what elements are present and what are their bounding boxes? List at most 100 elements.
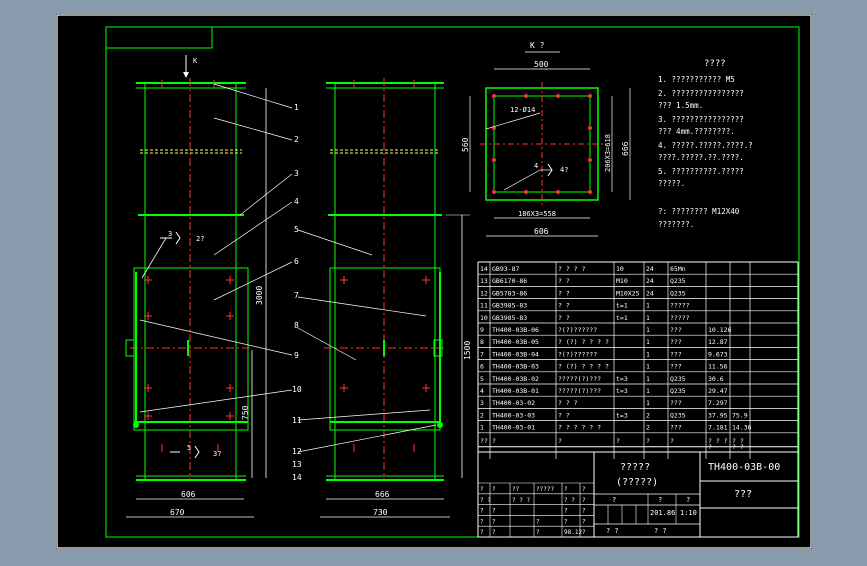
bom-cell-code: TH400-03-02 xyxy=(492,399,535,407)
balloon-4: 4 xyxy=(294,197,299,206)
bom-cell-code: GB6170-86 xyxy=(492,277,527,285)
dim-top-width: 500 xyxy=(534,60,549,69)
leader-lines xyxy=(139,83,437,453)
bom-cell-mat: Q235 xyxy=(670,387,686,395)
bom-cell-qty: 1 xyxy=(646,302,650,310)
weight-value: 201.86 xyxy=(650,509,675,517)
drawing-number: TH400-03B-00 xyxy=(708,462,780,473)
bom-header-name: ? xyxy=(558,437,562,445)
bom-cell-code: TH400-03B-03 xyxy=(492,363,539,371)
bom-cell-code: GB3985-83 xyxy=(492,302,527,310)
title-grid-cell: ? ? xyxy=(480,497,491,504)
bom-header-no: ?? xyxy=(480,437,488,445)
bom-cell-qty: 24 xyxy=(646,289,654,297)
right-elevation-view: 1500 666 730 xyxy=(320,78,472,518)
bom-cell-qty: 1 xyxy=(646,387,650,395)
bom-cell-spec: t=3 xyxy=(616,375,628,383)
note-line-3: ??? 1.5mm. xyxy=(658,101,703,110)
dim-base-inner-right: 666 xyxy=(375,490,390,499)
note-line-4: 3. ???????????????? xyxy=(658,115,744,124)
bom-cell-mat: Q235 xyxy=(670,277,686,285)
bom-cell-code: TH400-03-03 xyxy=(492,411,535,419)
bom-cell-no: 5 xyxy=(480,375,484,383)
bom-cell-no: 14 xyxy=(480,265,488,273)
bom-cell-code: TH400-03B-05 xyxy=(492,338,539,346)
balloon-3: 3 xyxy=(294,169,299,178)
bom-cell-spec: t=3 xyxy=(616,411,628,419)
bom-cell-qty: 2 xyxy=(646,424,650,432)
title-grid-cell: 98.12 xyxy=(564,529,582,536)
corner-label-box xyxy=(105,26,213,49)
bom-cell-qty: 1 xyxy=(646,314,650,322)
bom-header-spec: ? xyxy=(616,437,620,445)
dim-base-outer-left: 670 xyxy=(170,508,185,517)
bom-cell-w1: 11.56 xyxy=(708,363,728,371)
sheet-background xyxy=(56,14,812,549)
balloon-5: 5 xyxy=(294,225,299,234)
title-grid-cell: ? xyxy=(564,518,568,525)
balloon-13: 13 xyxy=(292,460,302,469)
bom-cell-mat: ??? xyxy=(670,350,682,358)
bom-cell-mat: ??? xyxy=(670,424,682,432)
title-grid-cell: ? xyxy=(582,518,586,525)
bom-cell-w1: 7.181 xyxy=(708,424,728,432)
bom-cell-w1: 37.95 xyxy=(708,411,728,419)
title-grid-cell: ? xyxy=(480,529,484,536)
drawing-frame xyxy=(105,26,800,538)
weld-mark-upper-sub: 2? xyxy=(196,235,204,243)
bom-cell-w1: 9.673 xyxy=(708,350,728,358)
title-grid-cell: ? ? ? xyxy=(512,497,530,504)
bom-cell-name: ?????(?)??? xyxy=(558,375,601,383)
balloon-2: 2 xyxy=(294,135,299,144)
title-grid-cell: ? xyxy=(536,529,540,536)
bom-cell-code: TH400-03-01 xyxy=(492,424,535,432)
bom-header-sub-w2: ? ? xyxy=(732,443,744,451)
title-grid-cell: ? xyxy=(480,486,484,493)
title-grid-cell: ? xyxy=(582,508,586,515)
bom-cell-code: TH400-03B-04 xyxy=(492,350,539,358)
dim-overall-height: 3000 xyxy=(255,286,264,305)
bom-cell-name: ? ? ? ? xyxy=(558,265,585,273)
bom-cell-name: ? ? xyxy=(558,302,570,310)
note-line-5: ??? 4mm.????????. xyxy=(658,127,735,136)
bom-cell-name: ? ? xyxy=(558,289,570,297)
title-grid-cell: ? xyxy=(564,508,568,515)
bom-cell-no: 13 xyxy=(480,277,488,285)
dim-height-left: 560 xyxy=(461,137,470,152)
bom-cell-w1: 29.47 xyxy=(708,387,728,395)
title-grid-cell: ????? xyxy=(536,486,554,493)
bom-cell-no: 8 xyxy=(480,338,484,346)
bom-cell-name: ? (?) ? ? ? ? xyxy=(558,363,609,371)
technical-notes: ???? 1. ??????????? M5 2. ??????????????… xyxy=(658,59,753,229)
bom-cell-name: ? (?) ? ? ? ? xyxy=(558,338,609,346)
bom-cell-qty: 1 xyxy=(646,326,650,334)
bom-cell-mat: ??? xyxy=(670,399,682,407)
bom-header-w2: ? ? xyxy=(732,437,744,445)
bom-cell-name: ? ? ? ? ? ? xyxy=(558,424,601,432)
bom-cell-qty: 1 xyxy=(646,363,650,371)
title-grid-cell: ? xyxy=(480,508,484,515)
balloon-11: 11 xyxy=(292,416,302,425)
bom-cell-name: ?(?)?????? xyxy=(558,350,597,358)
scale-value: 1:10 xyxy=(680,509,697,517)
bom-cell-qty: 24 xyxy=(646,265,654,273)
mid-label-1: ? xyxy=(612,496,616,504)
note-line-8: 5. ??????????.????? xyxy=(658,167,744,176)
dim-right-height: 1500 xyxy=(463,341,472,360)
dim-bottom-width: 606 xyxy=(534,227,549,236)
bom-cell-qty: 2 xyxy=(646,411,650,419)
title-grid-cell: ? xyxy=(492,518,496,525)
balloon-7: 7 xyxy=(294,291,299,300)
mid-label-3: ? xyxy=(686,496,690,504)
bom-cell-no: 4 xyxy=(480,387,484,395)
note-line-10: ?: ???????? M12X40 xyxy=(658,207,740,216)
dim-height-right: 666 xyxy=(621,141,630,156)
note-line-11: ???????. xyxy=(658,220,694,229)
bom-cell-mat: Q235 xyxy=(670,411,686,419)
section-k-label: K ? xyxy=(530,41,545,50)
title-grid-cell: ?? xyxy=(512,486,520,493)
bom-cell-no: 7 xyxy=(480,350,484,358)
